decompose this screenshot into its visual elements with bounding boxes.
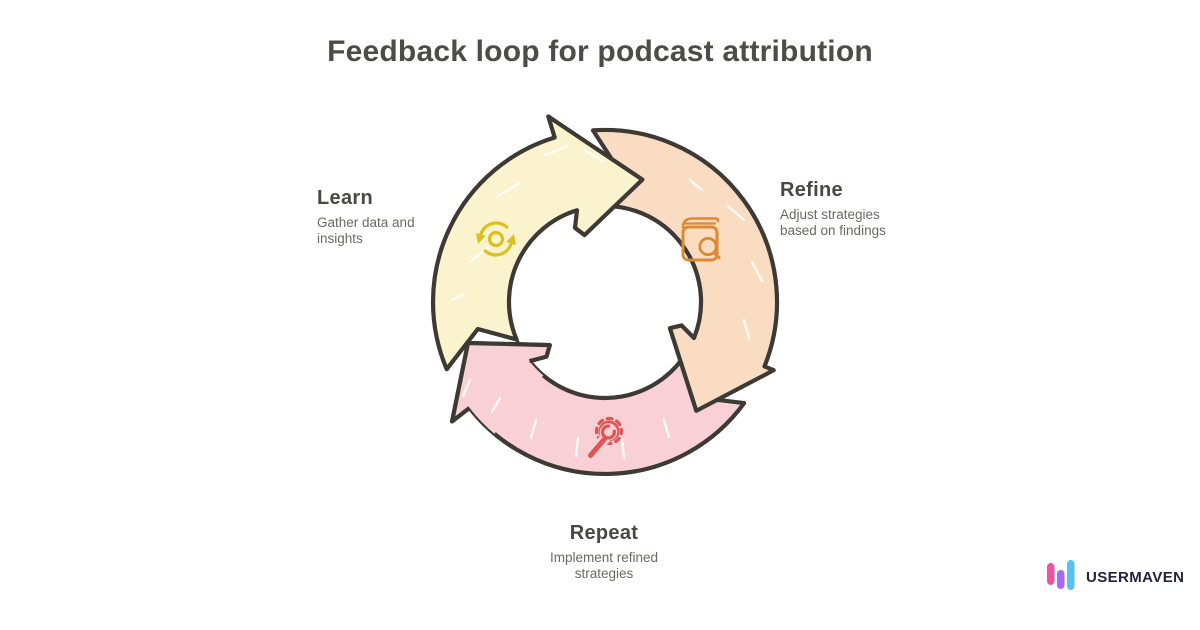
page-title: Feedback loop for podcast attribution xyxy=(327,35,873,68)
step-repeat-title: Repeat xyxy=(569,522,639,544)
step-refine-description: Adjust strategies based on findings xyxy=(780,207,886,238)
sketch-hatches xyxy=(450,144,764,460)
usermaven-logo-text: USERMAVEN xyxy=(1086,569,1185,586)
repeat-arrow-head-outline xyxy=(450,340,552,424)
usermaven-logo-bars xyxy=(1047,560,1075,590)
sync-arrows-icon xyxy=(476,221,516,257)
book-search-icon xyxy=(681,217,721,262)
step-learn: Learn Gather data and insights xyxy=(317,187,447,247)
step-refine: Refine Adjust strategies based on findin… xyxy=(780,179,930,239)
repeat-arrow-head xyxy=(452,343,550,434)
step-refine-title: Refine xyxy=(780,179,843,201)
usermaven-logo: USERMAVEN xyxy=(1047,558,1184,592)
step-repeat: Repeat Implement refined strategies xyxy=(494,522,714,582)
gear-wrench-icon xyxy=(585,416,624,461)
step-learn-title: Learn xyxy=(317,187,373,209)
step-learn-description: Gather data and insights xyxy=(317,215,415,246)
step-repeat-description: Implement refined strategies xyxy=(549,550,659,581)
cycle-arrows xyxy=(430,114,780,477)
learn-arrow xyxy=(430,114,645,372)
refine-arrow xyxy=(590,127,780,413)
